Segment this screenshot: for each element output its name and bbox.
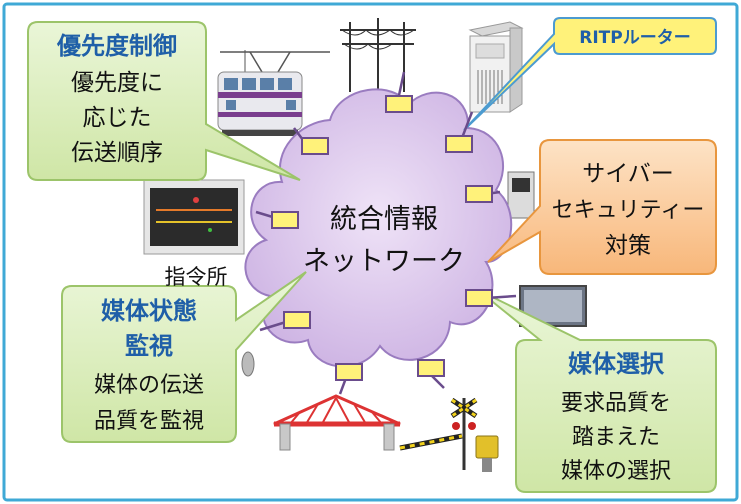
router-label: RITPルーター [579, 28, 690, 48]
router-node-6 [465, 289, 493, 307]
router-node-1 [301, 137, 329, 155]
device-icon [507, 171, 535, 219]
select-callout-box [477, 289, 717, 493]
railroad-crossing-icon [399, 397, 499, 472]
priority-line-3: 伝送順序 [71, 140, 163, 166]
select-line-1: 要求品質を [561, 391, 671, 416]
router-node-2 [385, 95, 413, 113]
monitor-title-1: 媒体状態 [101, 297, 197, 325]
monitor-callout-box [61, 271, 307, 443]
priority-line-2: 応じた [83, 105, 152, 131]
select-title: 媒体選択 [568, 350, 665, 378]
router-node-8 [335, 363, 363, 381]
command-center-label: 指令所 [165, 265, 228, 289]
bridge-icon [273, 394, 401, 451]
control-panel-icon [143, 179, 245, 255]
router-node-9 [417, 359, 445, 377]
server-icon [468, 21, 524, 113]
monitor-title-2: 監視 [125, 332, 173, 360]
monitor-line-2: 品質を監視 [94, 409, 204, 434]
lamp-icon [241, 351, 255, 377]
cyber-line-1: サイバー [582, 161, 674, 187]
select-line-2: 踏まえた [572, 425, 660, 450]
monitor-line-1: 媒体の伝送 [94, 373, 204, 398]
router-node-4 [271, 211, 299, 229]
cyber-callout-box [487, 139, 717, 275]
router-node-5 [465, 185, 493, 203]
cloud-line-2: ネットワーク [303, 246, 465, 277]
router-node-3 [445, 135, 473, 153]
select-line-3: 媒体の選択 [561, 459, 671, 484]
train-icon [217, 50, 330, 136]
priority-callout-box [27, 21, 301, 181]
power-pole-icon [340, 18, 416, 92]
cloud-line-1: 統合情報 [330, 204, 438, 235]
router-callout-box [463, 17, 717, 131]
cyber-line-2: セキュリティー [552, 198, 705, 223]
display-monitor-icon [519, 285, 587, 327]
priority-title: 優先度制御 [56, 32, 177, 60]
cyber-line-3: 対策 [605, 233, 651, 259]
priority-line-1: 優先度に [71, 70, 163, 96]
router-node-7 [283, 311, 311, 329]
